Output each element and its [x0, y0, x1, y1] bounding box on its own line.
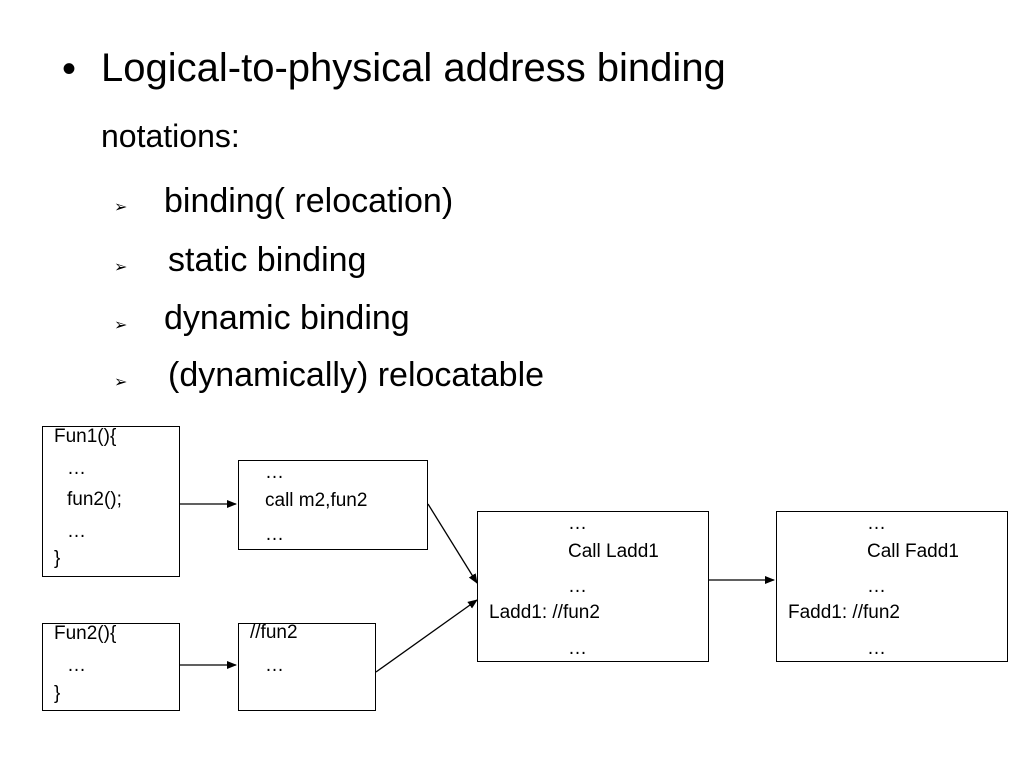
- code-line: Call Ladd1: [568, 541, 659, 562]
- code-line: }: [54, 683, 61, 704]
- code-line: }: [54, 548, 61, 569]
- sub-bullet-icon: ➢: [114, 199, 128, 216]
- code-line: …: [867, 576, 886, 597]
- code-line: …: [67, 521, 86, 542]
- code-line: …: [67, 655, 86, 676]
- code-line: Ladd1: //fun2: [489, 602, 600, 623]
- fun2-box: Fun2(){ … }: [42, 623, 180, 711]
- code-line: …: [568, 576, 587, 597]
- code-line: Fadd1: //fun2: [788, 602, 900, 623]
- code-line: …: [265, 524, 284, 545]
- sub-bullet-icon: ➢: [114, 317, 128, 334]
- fadd-box: … Call Fadd1 … Fadd1: //fun2 …: [776, 511, 1008, 662]
- code-line: …: [568, 513, 587, 534]
- code-line: call m2,fun2: [265, 490, 368, 511]
- fun1-box: Fun1(){ … fun2(); … }: [42, 426, 180, 577]
- code-line: …: [568, 638, 587, 659]
- arrow-code1-to-ladd: [427, 503, 478, 584]
- call-m2-box: … call m2,fun2 …: [238, 460, 428, 550]
- code-line: …: [265, 655, 284, 676]
- item-binding: binding( relocation): [164, 182, 454, 220]
- sub-bullet-icon: ➢: [114, 259, 128, 276]
- code-line: …: [67, 458, 86, 479]
- arrow-code2-to-ladd: [375, 599, 478, 673]
- item-relocatable: (dynamically) relocatable: [168, 356, 545, 394]
- notations-label: notations:: [101, 118, 240, 154]
- slide-title: Logical-to-physical address binding: [101, 46, 726, 90]
- title-bullet: •: [62, 47, 77, 91]
- code-line: //fun2: [250, 622, 298, 643]
- item-static-binding: static binding: [168, 241, 367, 279]
- code-line: …: [867, 638, 886, 659]
- fun2-code-box: //fun2 …: [238, 622, 376, 711]
- code-line: …: [265, 462, 284, 483]
- code-line: Fun2(){: [54, 623, 117, 644]
- code-line: …: [867, 513, 886, 534]
- code-line: Fun1(){: [54, 426, 117, 447]
- sub-bullet-icon: ➢: [114, 374, 128, 391]
- code-line: Call Fadd1: [867, 541, 959, 562]
- code-line: fun2();: [67, 489, 122, 510]
- item-dynamic-binding: dynamic binding: [164, 299, 410, 337]
- ladd-box: … Call Ladd1 … Ladd1: //fun2 …: [477, 511, 709, 662]
